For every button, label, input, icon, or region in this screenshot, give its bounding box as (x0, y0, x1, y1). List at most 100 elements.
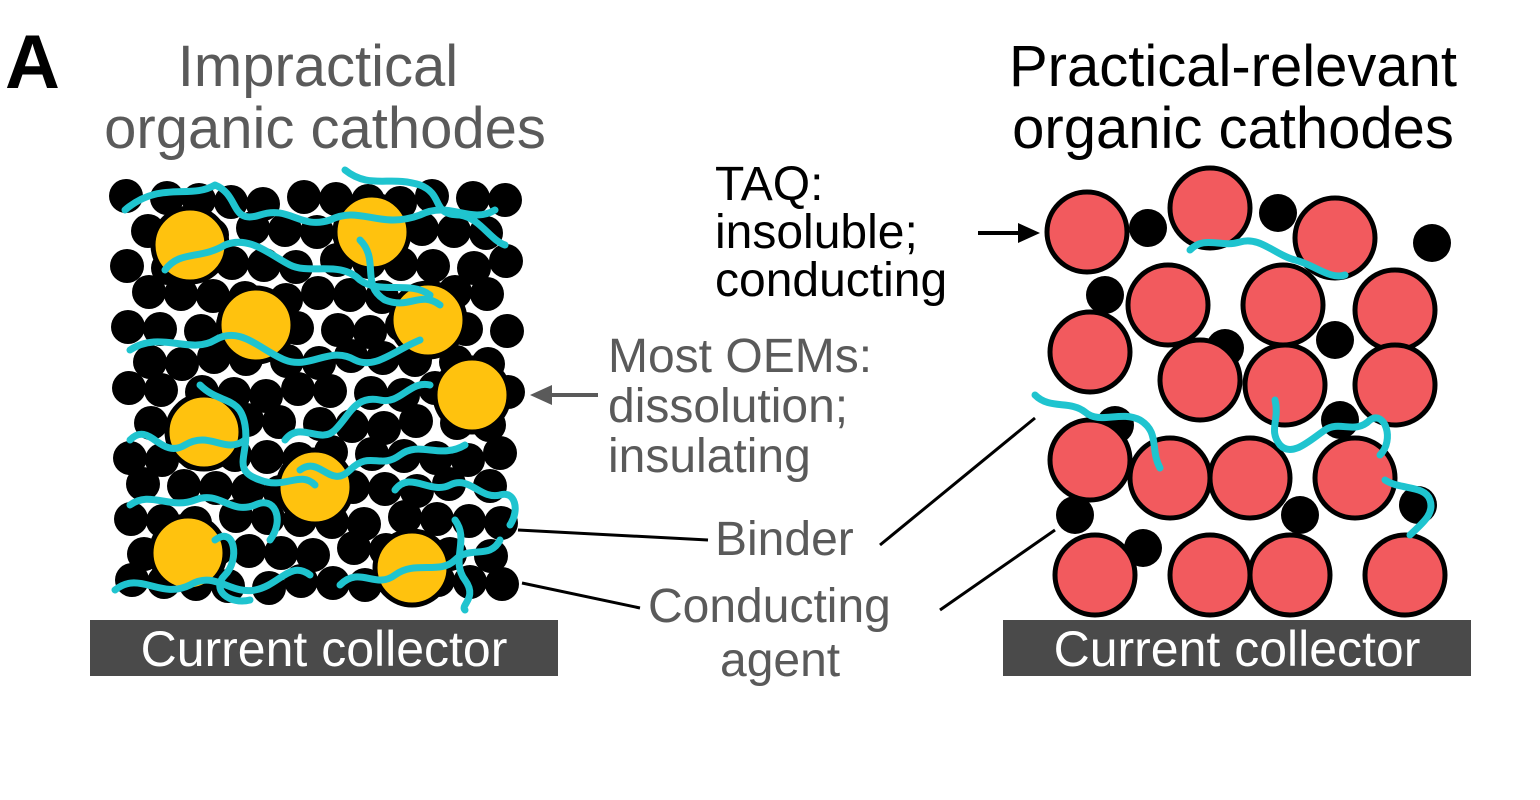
binder-strand (356, 236, 444, 309)
conducting-agent-particle (281, 372, 315, 406)
conducting-agent-particle (485, 567, 519, 601)
binder-leader-left (517, 528, 709, 542)
active-material-particle (1352, 267, 1438, 353)
conducting-agent-label-line2: agent (720, 634, 840, 687)
conducting-agent-particle (133, 345, 167, 379)
oems-label-line2: dissolution; (608, 380, 848, 433)
conducting-agent-particle (337, 531, 371, 565)
binder-strand (211, 532, 254, 605)
conducting-agent-particle (437, 214, 471, 248)
active-material-particle (1207, 435, 1293, 521)
active-material-particle (1167, 165, 1253, 251)
conducting-agent-particle (484, 506, 518, 540)
left-current-collector-label: Current collector (141, 621, 508, 677)
active-material-particle (1047, 309, 1133, 395)
taq-label-line2: insoluble; (715, 206, 918, 259)
conducting-agent-particle (296, 538, 330, 572)
conducting-agent-particle (132, 275, 166, 309)
conducting-agent-particle (490, 314, 524, 348)
binder-strand (121, 181, 499, 226)
binder-strand (281, 380, 434, 444)
active-material-particle (1352, 342, 1438, 428)
conducting-agent-particle (126, 467, 160, 501)
binder-strand (126, 430, 249, 452)
conducting-agent-particle (313, 374, 347, 408)
oems-label-line3: insulating (608, 430, 811, 483)
binder-leader-right (879, 416, 1036, 547)
conducting-agent-particle (1086, 276, 1124, 314)
panel-label: A (5, 20, 60, 105)
binder-strand (196, 381, 319, 489)
conducting-agent-particle (333, 278, 367, 312)
conducting-agent-particle (268, 213, 302, 247)
binder-strand (336, 536, 504, 589)
conducting-agent-leader-right (939, 528, 1056, 612)
active-material-particle (1167, 532, 1253, 618)
conducting-agent-leader-left (521, 581, 641, 610)
binder-strand (341, 166, 509, 249)
active-material-particle (148, 513, 228, 593)
conducting-agent-particle (483, 436, 517, 470)
conducting-agent-particle (113, 441, 147, 475)
conducting-agent-particle (249, 379, 283, 413)
conducting-agent-particle (1259, 194, 1297, 232)
active-material-particle (1242, 342, 1328, 428)
conducting-agent-particle (114, 502, 148, 536)
active-material-particle (216, 285, 296, 365)
conducting-agent-particle (111, 310, 145, 344)
binder-strand (1031, 391, 1164, 472)
binder-strand (1381, 476, 1435, 539)
conducting-agent-particle (301, 276, 335, 310)
conducting-agent-particle (474, 539, 508, 573)
binder-strand (391, 478, 519, 529)
binder-strand (296, 441, 469, 480)
right-current-collector (1003, 620, 1471, 676)
conducting-agent-particle (321, 313, 355, 347)
oems-arrow (530, 385, 598, 405)
conducting-agent-particle (489, 244, 523, 278)
conducting-agent-particle (1129, 209, 1167, 247)
conducting-agent-particle (1056, 496, 1094, 534)
conducting-agent-particle (164, 277, 198, 311)
active-material-particle (1247, 532, 1333, 618)
conducting-agent-particle (399, 404, 433, 438)
conducting-agent-particle (353, 315, 387, 349)
active-material-particle (1044, 189, 1130, 275)
right-title-line2: organic cathodes (1012, 96, 1454, 161)
conducting-agent-particle (388, 500, 422, 534)
conducting-agent-particle (367, 411, 401, 445)
right-binder-strands (1031, 237, 1435, 539)
active-material-particle (1157, 337, 1243, 423)
conducting-agent-particle (368, 472, 402, 506)
taq-label-line1: TAQ: (715, 158, 823, 211)
binder-strand (111, 566, 314, 595)
conducting-agent-particle (143, 312, 177, 346)
conducting-agent-particle (416, 249, 450, 283)
left-current-collector (90, 620, 558, 676)
active-material-particle (1052, 532, 1138, 618)
conducting-agent-particle (262, 405, 296, 439)
active-material-particle (1240, 262, 1326, 348)
conducting-agent-particle (457, 251, 491, 285)
conducting-agent-particle (110, 249, 144, 283)
left-title-line2: organic cathodes (104, 96, 546, 161)
active-material-particle (1127, 435, 1213, 521)
conducting-agent-particle (1281, 496, 1319, 534)
conducting-agent-particle (287, 180, 321, 214)
binder-label: Binder (715, 513, 854, 566)
conducting-agent-particle (144, 373, 178, 407)
left-binder-strands (111, 166, 519, 614)
binder-strand (161, 238, 434, 299)
binder-strand (126, 494, 281, 544)
active-material-particle (432, 355, 512, 435)
conducting-agent-particle (316, 566, 350, 600)
conducting-agent-particle (420, 502, 454, 536)
binder-strand (126, 331, 424, 367)
binder-strand (451, 516, 474, 614)
conducting-agent-particle (197, 340, 231, 374)
active-material-particle (1125, 262, 1211, 348)
right-title-line1: Practical-relevant (1009, 34, 1457, 99)
active-material-particle (1362, 532, 1448, 618)
conducting-agent-particle (250, 440, 284, 474)
